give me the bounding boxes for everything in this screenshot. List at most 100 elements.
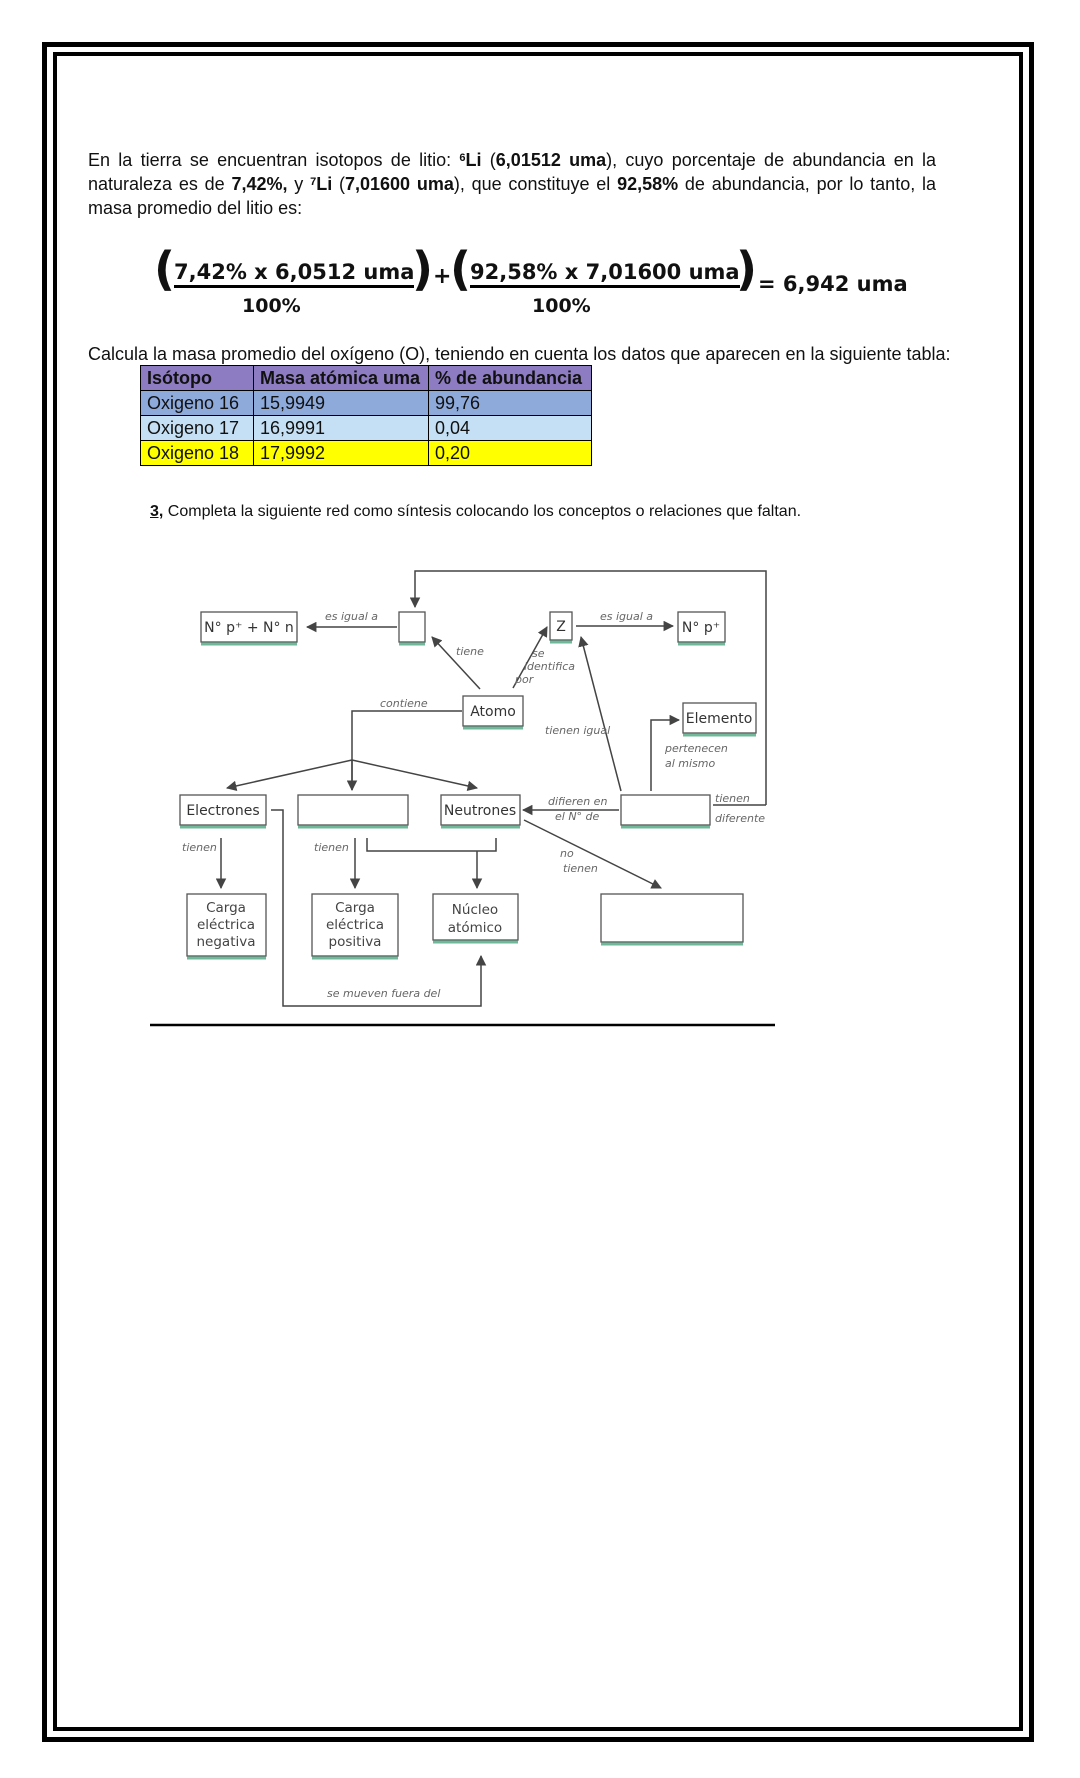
isotope-table: Isótopo Masa atómica uma % de abundancia…	[140, 365, 592, 466]
node-label: eléctrica	[326, 917, 384, 933]
average-mass-formula: ( 7,42% x 6,0512 uma ) + ( 92,58% x 7,01…	[150, 246, 930, 325]
node-label: atómico	[448, 920, 502, 936]
node-label: Carga	[335, 900, 375, 916]
label-se-identifica: identifica	[524, 660, 575, 673]
node-label: Carga	[206, 900, 246, 916]
node-nucleo-atomico: Núcleo atómico	[432, 893, 519, 944]
formula-paren: )	[412, 242, 434, 296]
formula-numerator-1: 7,42% x 6,0512 uma	[174, 260, 415, 288]
node-carga-positiva: Carga eléctrica positiva	[311, 893, 399, 960]
node-label: positiva	[329, 934, 382, 950]
page-border-outer	[42, 42, 1034, 1742]
node-label: eléctrica	[197, 917, 255, 933]
table-cell: Oxigeno 17	[140, 415, 254, 441]
label-tienen: tienen	[314, 841, 349, 854]
question-number: 3,	[150, 503, 164, 520]
arrow-tienen-igual	[578, 635, 622, 792]
question-3: 3, Completa la siguiente red como síntes…	[150, 503, 801, 521]
li7-mass: 7,01600 uma	[344, 174, 454, 194]
label-se-identifica: se	[532, 647, 545, 660]
node-z: Z	[549, 611, 573, 644]
li6-abundance: 7,42%,	[231, 174, 288, 194]
label-se-mueven: se mueven fuera del	[327, 987, 440, 1000]
label-pertenecen: al mismo	[665, 757, 716, 770]
node-np: N° p⁺	[677, 611, 726, 646]
formula-paren: )	[736, 242, 758, 296]
label-es-igual-a: es igual a	[325, 610, 378, 623]
arrow-se-mueven	[271, 809, 487, 1007]
table-cell: Oxigeno 18	[140, 440, 254, 466]
label-se-identifica: por	[514, 673, 535, 686]
node-blank-protones[interactable]	[297, 794, 409, 829]
node-blank-isotopos[interactable]	[620, 794, 711, 829]
label-difieren: difieren en	[548, 795, 607, 808]
li6-mass: 6,01512 uma	[495, 150, 607, 170]
li7-abundance: 92,58%	[617, 174, 679, 194]
intro-text: de abundancia, por lo tanto, la masa pro…	[88, 174, 937, 218]
label-pertenecen: pertenecen	[664, 742, 728, 755]
li7-mass-number: 7	[310, 176, 317, 188]
li6-mass-number: 6	[459, 152, 466, 164]
connector-top-loop	[409, 570, 767, 805]
node-np-nn: N° p⁺ + N° n	[200, 611, 298, 646]
formula-numerator-2: 92,58% x 7,01600 uma	[470, 260, 740, 288]
label-tienen: tienen	[182, 841, 217, 854]
table-cell: 0,20	[428, 440, 592, 466]
node-carga-negativa: Carga eléctrica negativa	[186, 893, 267, 960]
formula-plus: +	[433, 264, 452, 289]
intro-text: (	[481, 150, 496, 170]
node-neutrones: Neutrones	[440, 794, 521, 829]
node-label: Neutrones	[444, 803, 516, 819]
table-cell: 17,9992	[253, 440, 429, 466]
connector-bracket	[366, 838, 497, 852]
node-electrones: Electrones	[179, 794, 267, 829]
table-header: Isótopo	[140, 365, 254, 391]
node-label: negativa	[196, 934, 255, 950]
table-cell: 15,9949	[253, 390, 429, 416]
table-cell: 0,04	[428, 415, 592, 441]
formula-result: = 6,942 uma	[758, 272, 908, 296]
table-row: Oxigeno 18 17,9992 0,20	[140, 440, 592, 466]
label-tienen-igual: tienen igual	[545, 724, 610, 737]
label-es-igual-a: es igual a	[600, 610, 653, 623]
node-blank-mass-number[interactable]	[398, 611, 426, 646]
label-no-tienen: tienen	[563, 862, 598, 875]
arrow-to-neutrones	[351, 759, 479, 792]
question-text: Completa la siguiente red como síntesis …	[163, 503, 802, 520]
arrow-se-identifica	[512, 626, 548, 689]
node-blank-no-tienen[interactable]	[600, 893, 744, 946]
node-atomo: Atomo	[462, 695, 524, 730]
node-label: N° p⁺ + N° n	[204, 620, 294, 636]
node-label: N° p⁺	[682, 620, 720, 636]
node-elemento: Elemento	[682, 702, 757, 737]
page-border-inner	[53, 52, 1023, 1731]
formula-denominator-2: 100%	[532, 295, 591, 317]
li7-symbol: Li	[316, 174, 333, 194]
node-label: Electrones	[186, 803, 259, 819]
label-contiene: contiene	[380, 697, 428, 710]
connector-contiene	[351, 710, 462, 790]
intro-text: (	[332, 174, 345, 194]
node-label: Z	[556, 619, 566, 635]
node-label: Atomo	[470, 704, 516, 720]
label-tienen-diferente: tienen	[715, 792, 750, 805]
arrow-pertenecen	[650, 714, 681, 791]
arrow-no-tienen	[523, 819, 662, 889]
node-label: Elemento	[686, 711, 753, 727]
li6-symbol: Li	[465, 150, 482, 170]
label-tienen-diferente: diferente	[715, 812, 765, 825]
formula-paren: (	[154, 242, 176, 296]
arrow-to-electrones	[225, 759, 353, 792]
intro-text: ), cuyo porcentaje de abundancia en la n…	[88, 150, 937, 194]
calc-instruction: Calcula la masa promedio del oxígeno (O)…	[88, 344, 951, 364]
table-header: Masa atómica uma	[253, 365, 429, 391]
node-label: Núcleo	[452, 902, 498, 918]
intro-text: En la tierra se encuentran isotopos de l…	[88, 150, 460, 170]
arrow-tiene	[431, 636, 481, 690]
table-header-row: Isótopo Masa atómica uma % de abundancia	[140, 365, 592, 391]
label-tiene: tiene	[456, 645, 484, 658]
formula-denominator-1: 100%	[242, 295, 301, 317]
label-no-tienen: no	[560, 847, 574, 860]
table-row: Oxigeno 17 16,9991 0,04	[140, 415, 592, 441]
